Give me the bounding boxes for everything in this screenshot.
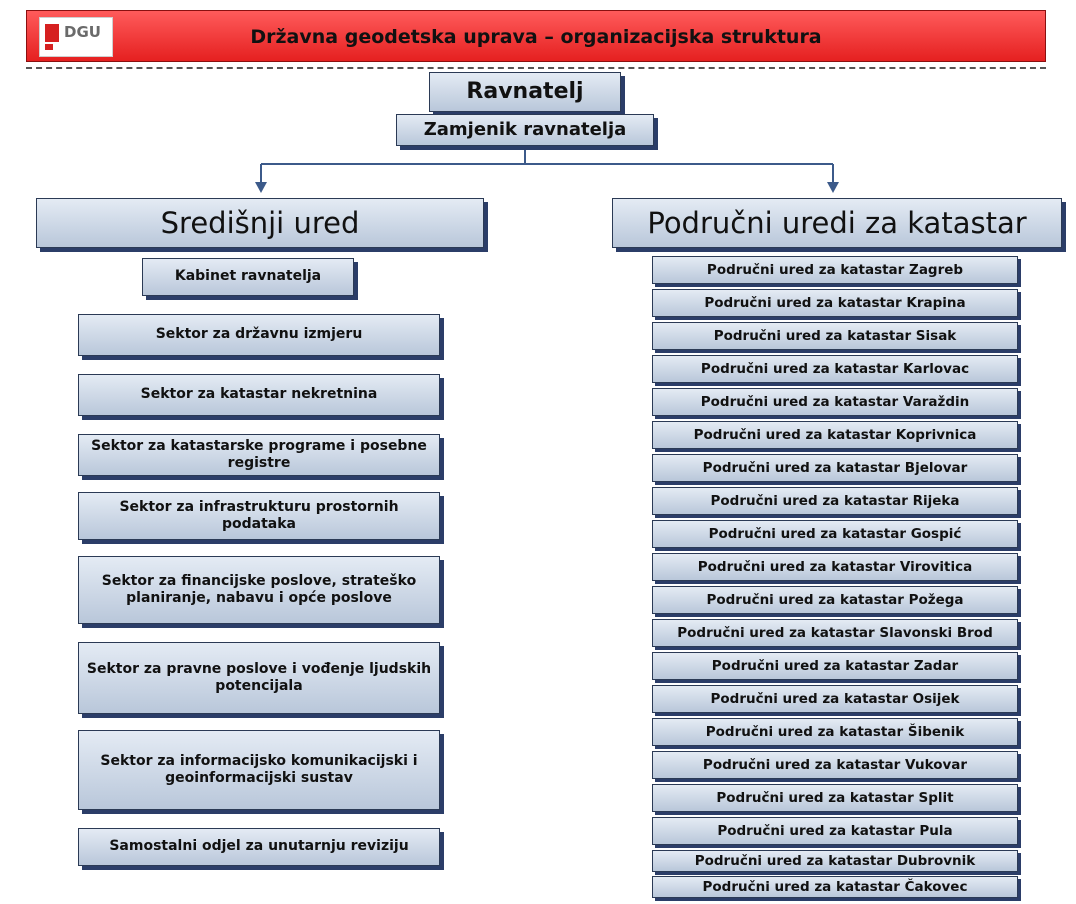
logo-text: DGU: [64, 23, 101, 41]
central-unit-3: Sektor za katastar nekretnina: [78, 374, 440, 416]
regional-office-8: Područni ured za katastar Rijeka: [652, 487, 1018, 515]
title-divider: [26, 67, 1046, 69]
central-unit-7: Sektor za pravne poslove i vođenje ljuds…: [78, 642, 440, 714]
central-office-heading: Središnji ured: [36, 198, 484, 248]
regional-office-10: Područni ured za katastar Virovitica: [652, 553, 1018, 581]
title-bar: DGU Državna geodetska uprava – organizac…: [26, 10, 1046, 62]
regional-office-5: Područni ured za katastar Varaždin: [652, 388, 1018, 416]
regional-office-3: Područni ured za katastar Sisak: [652, 322, 1018, 350]
page-title: Državna geodetska uprava – organizacijsk…: [250, 26, 822, 48]
regional-office-7: Područni ured za katastar Bjelovar: [652, 454, 1018, 482]
regional-office-14: Područni ured za katastar Osijek: [652, 685, 1018, 713]
logo-mark-small: [45, 44, 53, 50]
central-unit-9: Samostalni odjel za unutarnju reviziju: [78, 828, 440, 866]
regional-office-12: Područni ured za katastar Slavonski Brod: [652, 619, 1018, 647]
regional-office-6: Područni ured za katastar Koprivnica: [652, 421, 1018, 449]
regional-office-1: Područni ured za katastar Zagreb: [652, 256, 1018, 284]
arrow-right-icon: [827, 182, 839, 193]
regional-office-13: Područni ured za katastar Zadar: [652, 652, 1018, 680]
deputy-director-box: Zamjenik ravnatelja: [396, 114, 654, 146]
regional-office-15: Područni ured za katastar Šibenik: [652, 718, 1018, 746]
central-unit-8: Sektor za informacijsko komunikacijski i…: [78, 730, 440, 810]
central-unit-4: Sektor za katastarske programe i posebne…: [78, 434, 440, 476]
central-unit-2: Sektor za državnu izmjeru: [78, 314, 440, 356]
central-unit-6: Sektor za financijske poslove, strateško…: [78, 556, 440, 624]
central-unit-1: Kabinet ravnatelja: [142, 258, 354, 296]
regional-office-19: Područni ured za katastar Dubrovnik: [652, 850, 1018, 872]
logo-mark: [45, 24, 59, 42]
director-box: Ravnatelj: [429, 72, 621, 112]
arrow-left-icon: [255, 182, 267, 193]
regional-office-2: Područni ured za katastar Krapina: [652, 289, 1018, 317]
regional-office-17: Područni ured za katastar Split: [652, 784, 1018, 812]
regional-office-20: Područni ured za katastar Čakovec: [652, 876, 1018, 898]
regional-office-9: Područni ured za katastar Gospić: [652, 520, 1018, 548]
regional-office-4: Područni ured za katastar Karlovac: [652, 355, 1018, 383]
regional-offices-heading: Područni uredi za katastar: [612, 198, 1062, 248]
regional-office-11: Područni ured za katastar Požega: [652, 586, 1018, 614]
central-unit-5: Sektor za infrastrukturu prostornih poda…: [78, 492, 440, 540]
dgu-logo: DGU: [39, 17, 113, 57]
regional-office-16: Područni ured za katastar Vukovar: [652, 751, 1018, 779]
regional-office-18: Područni ured za katastar Pula: [652, 817, 1018, 845]
